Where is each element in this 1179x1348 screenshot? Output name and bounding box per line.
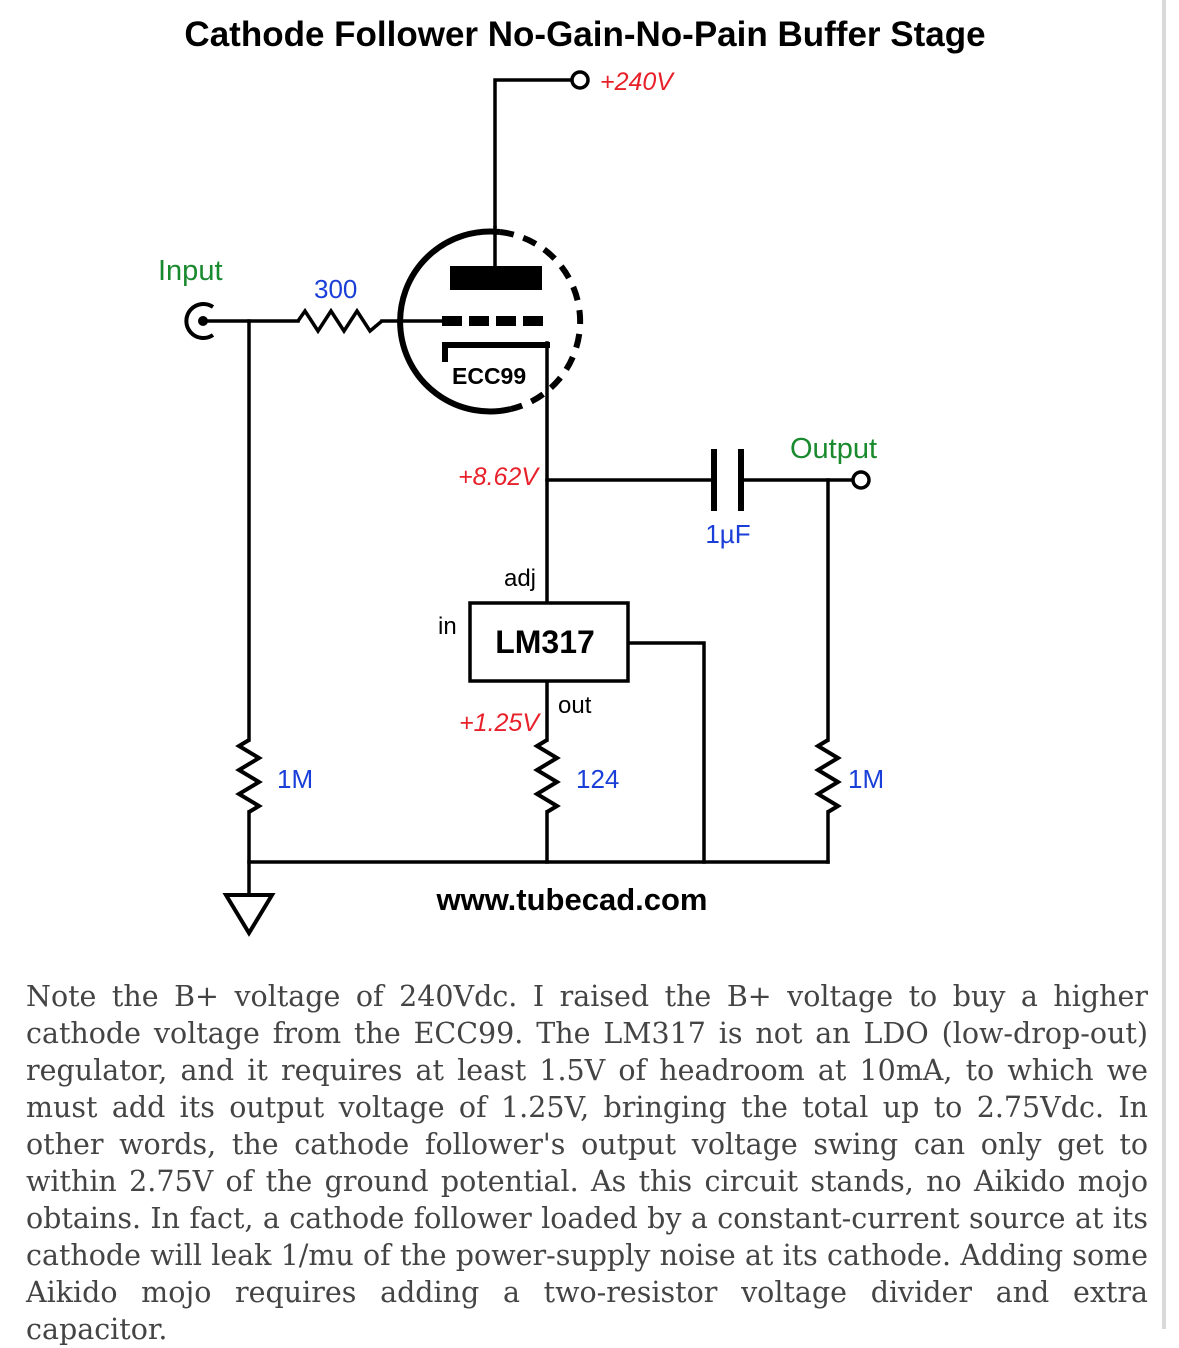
vacuum-tube: [397, 226, 584, 415]
coupling-capacitor: [711, 449, 744, 511]
out-voltage-label: +1.25V: [459, 709, 541, 737]
regulator-box: [468, 601, 630, 683]
input-resistor: [235, 738, 263, 814]
cathode-voltage-label: +8.62V: [458, 463, 540, 491]
capacitor-value: 1µF: [705, 519, 750, 549]
grid-resistor: [296, 307, 384, 335]
tube-plate: [450, 266, 542, 290]
article-paragraph: Note the B+ voltage of 240Vdc. I raised …: [26, 980, 1148, 1346]
input-label: Input: [158, 255, 223, 287]
regulator-pin-out: out: [558, 692, 592, 719]
website-label: www.tubecad.com: [435, 882, 707, 917]
ground-icon: [222, 893, 276, 937]
regulator-pin-adj: adj: [504, 565, 536, 592]
regulator-pin-in: in: [438, 613, 457, 640]
input-jack-icon: [184, 302, 215, 340]
circuit-schematic: Cathode Follower No-Gain-No-Pain Buffer …: [158, 15, 986, 937]
tube-cathode: [442, 342, 550, 362]
sense-resistor: [533, 738, 561, 814]
grid-resistor-value: 300: [314, 274, 357, 304]
supply-voltage-label: +240V: [600, 68, 675, 96]
input-resistor-value: 1M: [277, 764, 313, 794]
output-resistor-value: 1M: [848, 764, 884, 794]
output-terminal-icon: [851, 470, 871, 490]
regulator-label: LM317: [495, 624, 595, 660]
supply-terminal-icon: [570, 70, 590, 90]
output-label: Output: [790, 433, 877, 465]
output-resistor: [814, 738, 842, 814]
sense-resistor-value: 124: [576, 764, 619, 794]
tube-label: ECC99: [452, 363, 526, 389]
wires: [203, 78, 854, 897]
page-right-border: [1162, 0, 1166, 1329]
diagram-title: Cathode Follower No-Gain-No-Pain Buffer …: [184, 15, 985, 54]
